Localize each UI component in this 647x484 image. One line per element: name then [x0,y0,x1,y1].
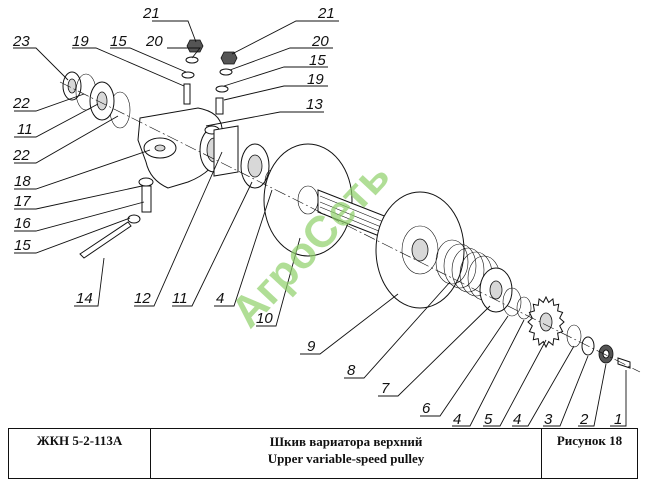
part-9-disc-hub [401,225,439,275]
callout-6: 6 [422,400,431,417]
callout-13: 13 [306,96,323,113]
part-1-bolt [617,357,631,369]
sprocket-hub [539,312,553,332]
callout-4-b: 4 [513,411,521,428]
part-21-nut-right [220,51,238,65]
part-21-nut-left [186,39,204,53]
callout-20-left: 20 [145,33,163,50]
part-5-sprocket [527,295,565,349]
part-6-ring [502,287,522,317]
callout-4-left: 4 [216,290,224,307]
part-19-pin-left [183,83,191,105]
part-20-washer-right [219,68,233,76]
callout-21-right: 21 [317,5,335,22]
callout-12: 12 [134,290,151,307]
part-12-sleeve [213,125,239,177]
part-20-washer-left [185,56,199,64]
part-13-housing [137,107,223,189]
callout-22-top: 22 [12,95,30,112]
part-23-cap-inner [67,78,77,94]
parts-group [59,39,641,373]
part-15-washer-left [181,71,195,79]
callout-15-right: 15 [309,52,326,69]
callout-labels: 21 21 20 20 15 15 19 19 23 13 22 11 22 1… [12,5,622,428]
title-russian: Шкив вариатора верхний [269,434,423,449]
callout-4-a: 4 [453,411,461,428]
callout-1: 1 [614,411,622,428]
part-16-pin [141,185,152,213]
callout-11-right: 11 [172,290,188,307]
callout-20-right: 20 [311,33,329,50]
callout-7: 7 [381,380,390,397]
callout-15-top: 15 [110,33,127,50]
part-4-ring-c [566,324,582,348]
figure-cell: Рисунок 18 [542,429,637,478]
callout-9: 9 [307,338,316,355]
callout-19-left: 19 [72,33,89,50]
exploded-assembly-drawing: 21 21 20 20 15 15 19 19 23 13 22 11 22 1… [12,5,641,428]
part-10-fixed-disc [263,143,353,257]
callout-18: 18 [14,173,31,190]
part-11-bearing-right-bore [247,154,263,178]
callout-5: 5 [484,411,493,428]
part-9-disc-bore [411,238,429,262]
callout-14: 14 [76,290,93,307]
doc-code: ЖКН 5-2-113А [36,433,123,448]
part-18-bracket-hole [154,144,166,152]
part-17-washer [138,177,154,187]
part-15-washer-right [215,85,229,93]
title-english: Upper variable-speed pulley [267,451,425,466]
title-block: ЖКН 5-2-113А Шкив вариатора верхний Uppe… [8,428,638,479]
callout-8: 8 [347,362,356,379]
doc-code-cell: ЖКН 5-2-113А [9,429,151,478]
part-2-nut-hole [602,349,610,359]
part-15-washer-lower [127,214,141,224]
callout-2: 2 [579,411,589,428]
callout-10: 10 [256,310,273,327]
callout-11-left: 11 [17,121,33,138]
callout-23: 23 [12,33,30,50]
axis-centerline [59,81,641,373]
title-cell: Шкив вариатора верхний Upper variable-sp… [151,429,542,478]
callout-15-bottom: 15 [14,237,31,254]
callout-21-left: 21 [142,5,160,22]
callout-19-right: 19 [307,71,324,88]
part-19-pin-right [215,97,224,115]
part-7-cup-bore [489,280,503,300]
leader-lines [13,20,627,427]
callout-17: 17 [14,193,31,210]
part-4-ring-b [516,296,532,320]
callout-3: 3 [544,411,553,428]
part-11-bearing-left-bore [96,91,108,111]
figure-number: Рисунок 18 [556,433,623,448]
callout-16: 16 [14,215,31,232]
part-14-screw [79,221,132,259]
callout-22-bottom: 22 [12,147,30,164]
